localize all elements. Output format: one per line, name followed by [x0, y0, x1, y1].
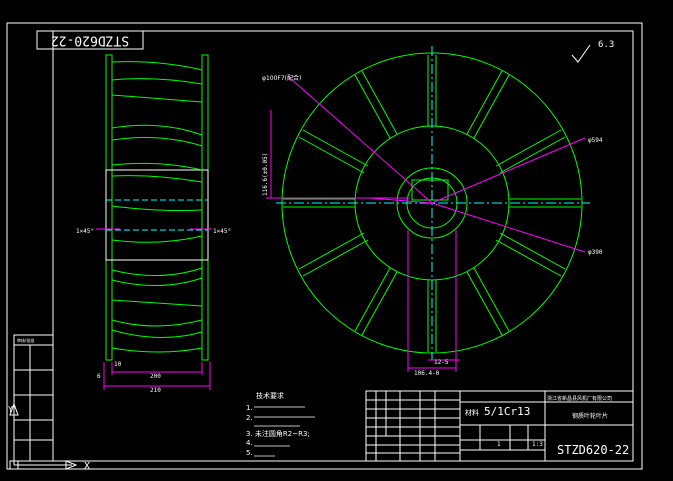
svg-text:106.4-0: 106.4-0: [414, 370, 440, 377]
svg-text:1×45°: 1×45°: [213, 228, 231, 235]
svg-text:2.: 2.: [246, 414, 253, 422]
front-view[interactable]: [276, 46, 590, 360]
svg-text:1×45°: 1×45°: [76, 228, 94, 235]
svg-text:1: 1: [497, 441, 501, 448]
svg-text:材料: 材料: [465, 408, 479, 417]
title-material: 5/1Cr13: [484, 405, 530, 418]
svg-text:4.: 4.: [246, 439, 253, 447]
svg-text:审核/批准: 审核/批准: [17, 337, 34, 343]
svg-text:6: 6: [97, 373, 101, 380]
svg-text:200: 200: [150, 373, 161, 380]
svg-text:φ100F7(配合): φ100F7(配合): [262, 74, 301, 82]
svg-text:技术要求: 技术要求: [256, 391, 284, 400]
svg-text:210: 210: [150, 387, 161, 394]
svg-text:116.6(±0.05): 116.6(±0.05): [262, 153, 269, 196]
svg-text:φ390: φ390: [588, 249, 603, 256]
svg-text:6.3: 6.3: [598, 40, 614, 50]
side-view[interactable]: [105, 54, 209, 361]
svg-text:5.: 5.: [246, 449, 253, 457]
title-part-name: 钢质叶轮叶片: [572, 412, 608, 420]
svg-text:1:3: 1:3: [532, 441, 543, 448]
svg-text:3. 未注圆角R2~R3;: 3. 未注圆角R2~R3;: [246, 429, 310, 438]
svg-text:10: 10: [114, 361, 122, 368]
side-view-dims: [96, 228, 212, 390]
title-company: 浙江省新昌县风机厂有限公司: [547, 395, 612, 402]
rotated-code-text: STZD620-22: [51, 33, 129, 48]
title-block: [365, 390, 634, 462]
ucs-x-label: X: [84, 461, 90, 472]
side-table: [13, 334, 54, 462]
svg-text:φ594: φ594: [588, 137, 603, 144]
inner-border: [52, 30, 634, 462]
ucs-y-label: Y: [8, 405, 13, 414]
front-view-dims: [266, 77, 586, 372]
rotated-code-box: STZD620-22: [36, 30, 144, 50]
svg-text:1.: 1.: [246, 404, 253, 412]
roughness-symbol: 6.3: [571, 40, 614, 63]
svg-text:12-5: 12-5: [434, 359, 449, 366]
title-drawing-code: STZD620-22: [557, 443, 629, 457]
outer-border: [6, 22, 643, 470]
ucs-icon: [9, 402, 78, 470]
technical-notes: 技术要求 1. 2. 3. 未注圆角R2~R3; 4. 5.: [246, 391, 315, 457]
